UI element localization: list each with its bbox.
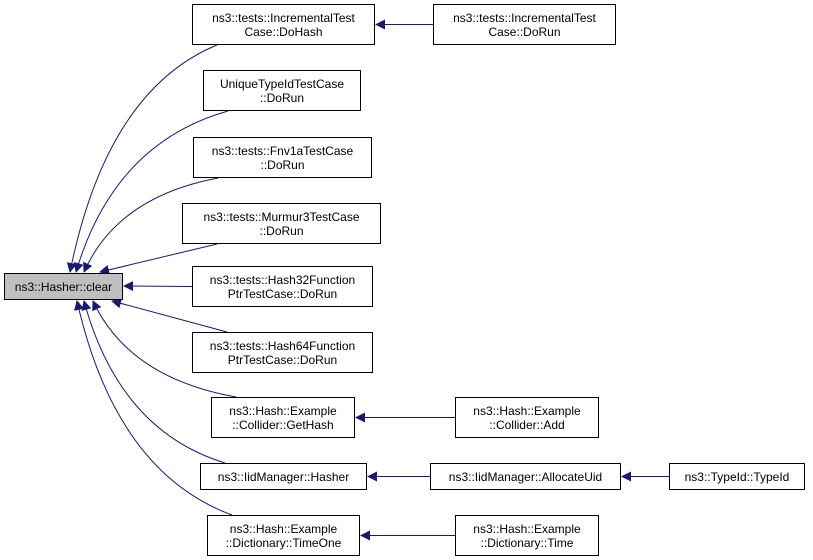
- node-dictionary-timeone[interactable]: ns3::Hash::Example ::Dictionary::TimeOne: [207, 515, 360, 556]
- edge-iid-hasher-to-root: [81, 300, 226, 464]
- node-murmur3-dorun[interactable]: ns3::tests::Murmur3TestCase ::DoRun: [182, 203, 381, 244]
- edge-h64-dorun-to-root: [111, 298, 228, 333]
- node-collider-add[interactable]: ns3::Hash::Example ::Collider::Add: [455, 397, 599, 438]
- node-hash64-dorun[interactable]: ns3::tests::Hash64Function PtrTestCase::…: [192, 332, 373, 373]
- node-iidmanager-hasher[interactable]: ns3::IidManager::Hasher: [200, 463, 367, 490]
- node-iidmanager-allocateuid[interactable]: ns3::IidManager::AllocateUid: [430, 463, 621, 490]
- node-incremental-dohash[interactable]: ns3::tests::IncrementalTest Case::DoHash: [192, 4, 375, 45]
- node-uniquetypeid-dorun[interactable]: UniqueTypeIdTestCase ::DoRun: [203, 70, 361, 111]
- node-collider-gethash[interactable]: ns3::Hash::Example ::Collider::GetHash: [211, 397, 355, 438]
- edge-unique-dorun-to-root: [73, 110, 229, 273]
- edge-murmur-dorun-to-root: [99, 243, 218, 275]
- edge-fnv-dorun-to-root: [83, 177, 219, 273]
- node-typeid-typeid[interactable]: ns3::TypeId::TypeId: [669, 463, 805, 490]
- edge-h32-dorun-to-root: [123, 281, 193, 292]
- edge-incr-dohash-to-root: [66, 44, 218, 273]
- edge-dict-timeone-to-root: [74, 300, 233, 516]
- node-incremental-dorun[interactable]: ns3::tests::IncrementalTest Case::DoRun: [433, 4, 616, 45]
- node-fnv1a-dorun[interactable]: ns3::tests::Fnv1aTestCase ::DoRun: [193, 137, 372, 178]
- node-dictionary-time[interactable]: ns3::Hash::Example ::Dictionary::Time: [455, 515, 599, 556]
- node-hash32-dorun[interactable]: ns3::tests::Hash32Function PtrTestCase::…: [192, 266, 373, 307]
- node-hasher-clear: ns3::Hasher::clear: [4, 273, 123, 300]
- edge-collider-gethash-to-root: [92, 300, 237, 398]
